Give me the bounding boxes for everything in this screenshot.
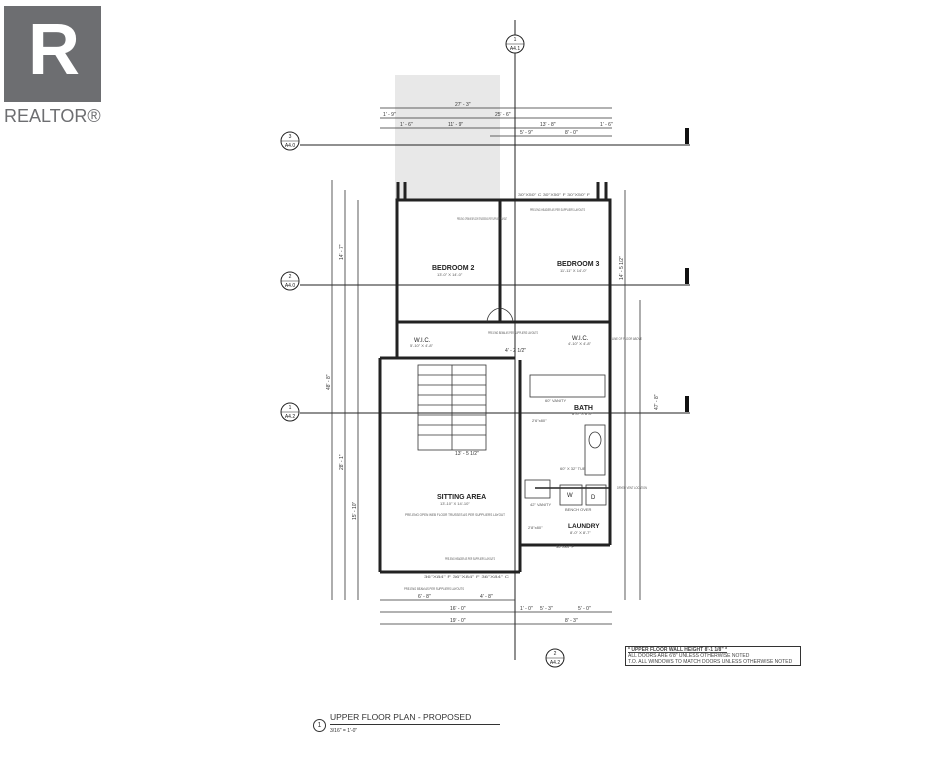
- svg-text:1' - 0": 1' - 0": [520, 606, 533, 612]
- svg-text:27' - 3": 27' - 3": [455, 102, 471, 108]
- note-windows-top: 30"X50" C 30"X50" F 30"X50" F: [518, 192, 591, 197]
- note-vanity: 42" VANITY: [530, 502, 551, 507]
- fixtures: [486, 307, 607, 506]
- svg-text:19' - 0": 19' - 0": [450, 618, 466, 624]
- grid-end-marker: [685, 396, 689, 412]
- room-size-wic-left: 5'-10" X 4'-8": [410, 343, 434, 348]
- note-laundry-door: 2'8"x80": [528, 525, 543, 530]
- section-tag-bottom[interactable]: 2 A4.2: [545, 648, 565, 668]
- staircase: [417, 364, 487, 451]
- dimension-labels: 27' - 3" 1' - 9" 25' - 6" 1' - 6" 11' - …: [326, 102, 660, 624]
- dryer-label: D: [591, 495, 596, 501]
- svg-text:15' - 10": 15' - 10": [352, 501, 358, 520]
- section-tag-left-top[interactable]: 3 A4.0: [280, 131, 300, 151]
- svg-text:14' - 5 1/2": 14' - 5 1/2": [619, 256, 625, 280]
- walls: [378, 182, 612, 574]
- svg-text:5' - 9": 5' - 9": [520, 130, 533, 136]
- washer-label: W: [567, 493, 573, 499]
- svg-text:8' - 0": 8' - 0": [565, 130, 578, 136]
- svg-text:1: 1: [514, 37, 517, 43]
- svg-text:4' - 8": 4' - 8": [480, 594, 493, 600]
- note-bath-vanity: 60" VANITY: [545, 398, 566, 403]
- svg-text:A4.2: A4.2: [550, 660, 561, 666]
- svg-text:28' - 1": 28' - 1": [339, 454, 345, 470]
- room-size-wic-right: 4'-10" X 4'-8": [568, 341, 592, 346]
- general-notes-box: * UPPER FLOOR WALL HEIGHT 8'-1 1/8" * AL…: [625, 646, 801, 666]
- svg-text:5' - 3": 5' - 3": [540, 606, 553, 612]
- note-windows-bottom: 36"X84" F 36"X84" F 36"X84" C: [424, 574, 509, 579]
- drawing-title: UPPER FLOOR PLAN - PROPOSED: [330, 712, 500, 725]
- svg-text:25' - 6": 25' - 6": [495, 112, 511, 118]
- logo-letter: R: [28, 10, 80, 90]
- notes-heading: * UPPER FLOOR WALL HEIGHT 8'-1 1/8" *: [628, 647, 728, 653]
- svg-text:1' - 9": 1' - 9": [383, 112, 396, 118]
- svg-text:5' - 0": 5' - 0": [578, 606, 591, 612]
- realtor-logo: R REALTOR®: [4, 6, 102, 128]
- svg-text:1' - 6": 1' - 6": [400, 122, 413, 128]
- note-tub: 60" X 32" TUB: [560, 466, 586, 471]
- svg-text:8' - 3": 8' - 3": [565, 618, 578, 624]
- svg-text:1: 1: [289, 405, 292, 411]
- note-sitting-trusses: PRE-ENG OPEN WEB FLOOR TRUSSES AS PER SU…: [405, 512, 505, 517]
- svg-text:13' - 5 1/2": 13' - 5 1/2": [455, 451, 479, 457]
- svg-text:1' - 6": 1' - 6": [600, 122, 613, 128]
- svg-text:A4.2: A4.2: [285, 414, 296, 420]
- svg-text:13' - 8": 13' - 8": [540, 122, 556, 128]
- svg-text:A4.0: A4.0: [285, 283, 296, 289]
- svg-text:2: 2: [289, 274, 292, 280]
- room-size-bedroom-3: 11'-11" X 14'-0": [560, 268, 587, 273]
- notes-line-1: ALL DOORS ARE 6'8" UNLESS OTHERWISE NOTE…: [628, 653, 750, 659]
- note-beam-mid: PRE-ENG BEAM AS PER SUPPLIERS LAYOUTS: [488, 330, 538, 335]
- drawing-scale: 3/16" = 1'-0": [330, 728, 358, 734]
- room-label-bedroom-2: BEDROOM 2: [432, 265, 475, 272]
- room-label-laundry: LAUNDRY: [568, 523, 600, 530]
- note-bench: BENCH OVER: [565, 507, 592, 512]
- svg-text:47' - 8": 47' - 8": [654, 394, 660, 410]
- note-beam-bottom: PRE-ENG BEAM AS PER SUPPLIERS LAYOUTS: [404, 586, 464, 591]
- note-dryer-vent: DRYER VENT LOCATION: [617, 485, 647, 490]
- svg-text:16' - 0": 16' - 0": [450, 606, 466, 612]
- grid-end-marker: [685, 268, 689, 284]
- note-bath-door: 2'6"x80": [532, 418, 547, 423]
- shaded-area: [395, 75, 500, 200]
- notes-line-2: T.O. ALL WINDOWS TO MATCH DOORS UNLESS O…: [628, 659, 793, 665]
- room-label-sitting-area: SITTING AREA: [437, 494, 486, 501]
- svg-text:14' - 7": 14' - 7": [339, 244, 345, 260]
- room-label-bath: BATH: [574, 405, 593, 412]
- note-header-bottom: PRE-ENG HEADER AS PER SUPPLIERS LAYOUTS: [445, 556, 495, 561]
- realtor-logo-mark: R: [4, 6, 101, 102]
- svg-text:6' - 8": 6' - 8": [418, 594, 431, 600]
- svg-text:3: 3: [289, 134, 292, 140]
- dimension-lines: [331, 107, 641, 625]
- svg-text:48' - 8": 48' - 8": [326, 374, 332, 390]
- room-size-bath: 8'-0" X 8'-0": [572, 411, 593, 416]
- svg-text:11' - 9": 11' - 9": [448, 122, 463, 128]
- grid-end-marker: [685, 128, 689, 144]
- section-tag-top[interactable]: 1 A4.1: [505, 34, 525, 54]
- note-laundry-window: 36"X84" F: [556, 544, 575, 549]
- room-size-sitting-area: 13'-10" X 14'-10": [440, 501, 470, 506]
- room-label-bedroom-3: BEDROOM 3: [557, 261, 600, 268]
- room-size-laundry: 8'-0" X 8'-7": [570, 530, 591, 535]
- drawing-number: 1: [313, 719, 326, 732]
- room-label-wic-left: W.I.C.: [414, 338, 431, 344]
- svg-text:2: 2: [554, 651, 557, 657]
- title-block: UPPER FLOOR PLAN - PROPOSED 3/16" = 1'-0…: [330, 712, 500, 734]
- note-header-top: PRE-ENG HEADER AS PER SUPPLIERS LAYOUTS: [530, 207, 585, 212]
- room-size-bedroom-2: 13'-0" X 14'-0": [437, 272, 463, 277]
- realtor-wordmark: REALTOR®: [4, 106, 101, 126]
- note-trusses: PRE-ENG. OPEN WEB FLOOR TRUSSES AS PER S…: [457, 216, 507, 221]
- svg-text:A4.1: A4.1: [510, 46, 521, 52]
- section-tag-left-mid[interactable]: 2 A4.0: [280, 271, 300, 291]
- room-label-wic-right: W.I.C.: [572, 336, 589, 342]
- svg-text:A4.0: A4.0: [285, 143, 296, 149]
- note-floor-above: LINE OF FLOOR ABOVE: [612, 336, 642, 341]
- section-tag-left-low[interactable]: 1 A4.2: [280, 402, 300, 422]
- svg-text:4' - 2 1/2": 4' - 2 1/2": [505, 348, 526, 354]
